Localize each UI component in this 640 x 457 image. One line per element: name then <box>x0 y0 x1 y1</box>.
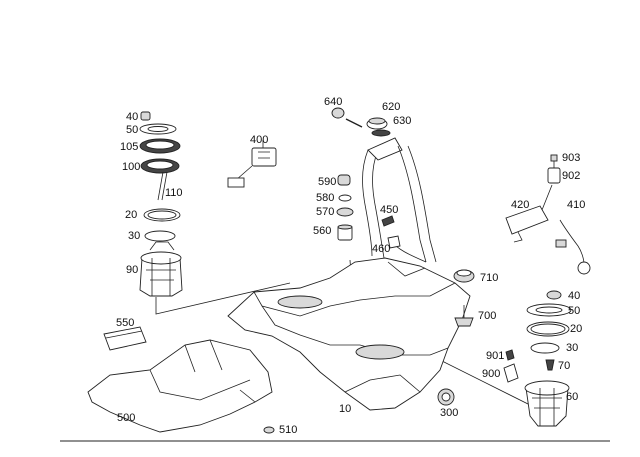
connector-902 <box>547 167 561 184</box>
label-590: 590 <box>318 176 337 188</box>
plug-903 <box>550 154 558 162</box>
part-570 <box>336 207 354 217</box>
ring-40-left <box>140 111 151 121</box>
label-560: 560 <box>313 225 332 237</box>
label-700: 700 <box>478 310 497 322</box>
label-90: 90 <box>126 264 139 276</box>
label-40-right: 40 <box>568 290 581 302</box>
label-400: 400 <box>250 134 269 146</box>
label-902: 902 <box>562 170 581 182</box>
filler-pipe <box>367 137 403 161</box>
label-20-right: 20 <box>570 323 583 335</box>
label-450: 450 <box>380 204 399 216</box>
label-630: 630 <box>393 115 412 127</box>
nut-510 <box>263 426 275 434</box>
label-105: 105 <box>120 141 139 153</box>
hose-460 <box>387 235 401 249</box>
clip-450 <box>381 215 395 227</box>
label-300: 300 <box>440 407 459 419</box>
sender-900 <box>503 363 519 383</box>
label-110: 110 <box>165 187 183 199</box>
tank-flange-right <box>355 344 405 360</box>
shield-plate-550 <box>103 326 147 351</box>
float-400 <box>227 177 245 188</box>
label-500: 500 <box>117 412 136 424</box>
label-901: 901 <box>486 350 505 362</box>
label-580: 580 <box>316 192 335 204</box>
valve-420 <box>505 205 549 235</box>
sender-400 <box>251 147 277 167</box>
label-550: 550 <box>116 317 135 329</box>
label-710: 710 <box>480 272 499 284</box>
part-590 <box>337 174 351 186</box>
label-70: 70 <box>558 360 571 372</box>
ring-30-left <box>144 230 176 242</box>
label-50-left: 50 <box>126 124 139 136</box>
plug-901 <box>505 349 515 361</box>
sensor-bulb-410 <box>577 261 591 275</box>
label-100: 100 <box>122 161 141 173</box>
label-30-left: 30 <box>128 230 141 242</box>
label-410: 410 <box>567 199 586 211</box>
label-510: 510 <box>279 424 298 436</box>
seal-630 <box>371 129 391 137</box>
cap-640 <box>331 107 345 119</box>
label-40-left: 40 <box>126 111 139 123</box>
part-700 <box>454 317 474 327</box>
part-580 <box>338 194 352 202</box>
label-460: 460 <box>372 243 391 255</box>
part-70 <box>545 359 555 371</box>
label-50-right: 50 <box>568 305 581 317</box>
tank-flange-left <box>277 295 323 309</box>
ring-40-right <box>546 290 562 300</box>
label-20-left: 20 <box>125 209 138 221</box>
label-900: 900 <box>482 368 501 380</box>
label-620: 620 <box>382 101 401 113</box>
label-640: 640 <box>324 96 343 108</box>
ring-30-right <box>530 342 560 354</box>
label-570: 570 <box>316 206 335 218</box>
heat-shield-500 <box>87 339 273 433</box>
sensor-410 <box>555 239 567 248</box>
label-420: 420 <box>511 199 530 211</box>
label-903: 903 <box>562 152 581 164</box>
label-30-right: 30 <box>566 342 579 354</box>
label-60: 60 <box>566 391 579 403</box>
label-10: 10 <box>339 403 352 415</box>
